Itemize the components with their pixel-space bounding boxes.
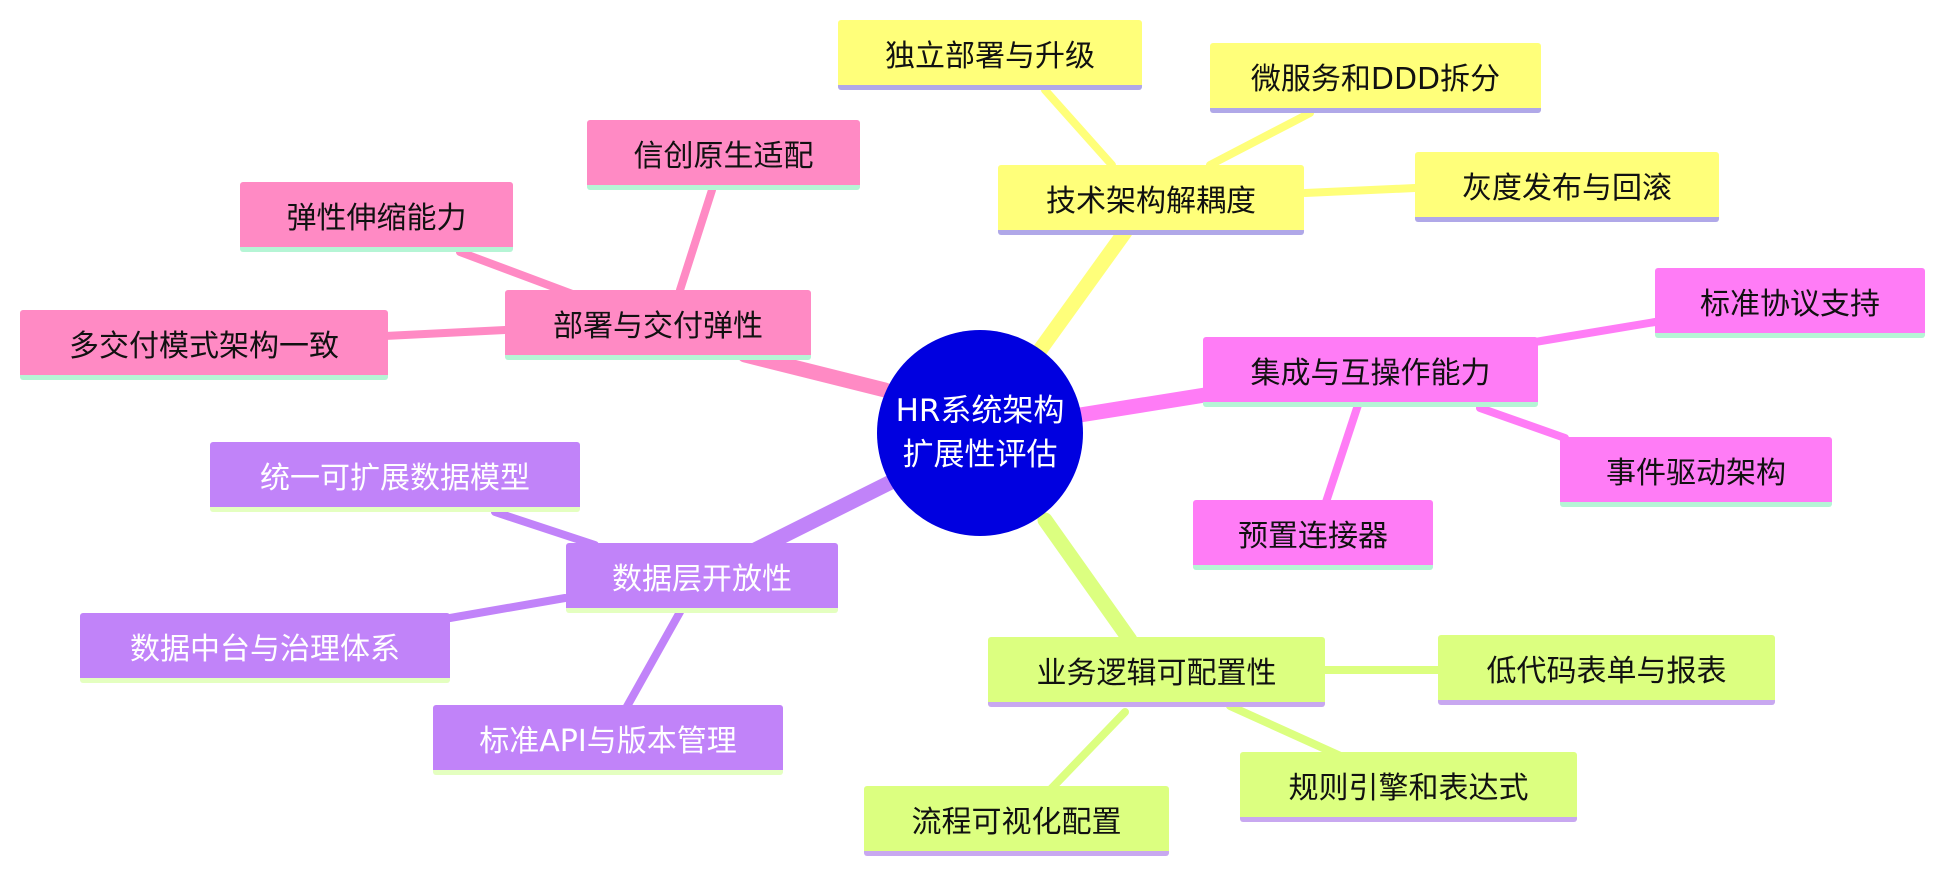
leaf-tech-independent-deploy: 独立部署与升级 <box>838 20 1142 90</box>
edge-logic-3 <box>1046 708 1129 794</box>
edge-tech-2 <box>1206 109 1314 169</box>
center-title-line1: HR系统架构 <box>895 393 1065 429</box>
leaf-integration-event-driven: 事件驱动架构 <box>1560 437 1832 507</box>
edge-deploy-1 <box>676 186 716 294</box>
edge-center-data <box>737 472 903 563</box>
branch-tech: 技术架构解耦度 <box>998 165 1304 235</box>
leaf-data-unified-model: 统一可扩展数据模型 <box>210 442 580 512</box>
edge-center-logic <box>1037 512 1138 648</box>
edge-tech-3 <box>1301 184 1419 197</box>
edge-data-2 <box>446 594 569 622</box>
leaf-deploy-multi-delivery: 多交付模式架构一致 <box>20 310 388 380</box>
edge-data-1 <box>491 508 599 549</box>
edge-int-1 <box>1531 318 1659 346</box>
edge-deploy-2 <box>456 248 579 299</box>
leaf-integration-standard-protocol: 标准协议支持 <box>1655 268 1925 338</box>
branch-deploy: 部署与交付弹性 <box>505 290 811 360</box>
edge-center-integration <box>1072 387 1213 423</box>
leaf-integration-connectors: 预置连接器 <box>1193 500 1433 570</box>
leaf-logic-rule-engine: 规则引擎和表达式 <box>1240 752 1577 822</box>
branch-logic: 业务逻辑可配置性 <box>988 637 1325 707</box>
edge-tech-1 <box>1041 86 1116 169</box>
leaf-tech-microservices-ddd: 微服务和DDD拆分 <box>1210 43 1541 113</box>
leaf-logic-lowcode: 低代码表单与报表 <box>1438 635 1775 705</box>
edge-int-3 <box>1321 401 1362 509</box>
edge-center-deploy <box>737 347 893 398</box>
branch-integration: 集成与互操作能力 <box>1203 337 1538 407</box>
edge-center-tech <box>1032 224 1133 358</box>
edge-deploy-3 <box>381 326 509 340</box>
center-node: HR系统架构 扩展性评估 <box>877 330 1083 536</box>
leaf-data-middle-platform: 数据中台与治理体系 <box>80 613 450 683</box>
leaf-deploy-xinchuang: 信创原生适配 <box>587 120 860 190</box>
branch-data: 数据层开放性 <box>566 543 838 613</box>
leaf-tech-gray-release: 灰度发布与回滚 <box>1415 152 1719 222</box>
center-title-line2: 扩展性评估 <box>902 437 1058 473</box>
edge-data-3 <box>621 608 684 714</box>
edge-int-2 <box>1476 404 1569 442</box>
edge-logic-2 <box>1226 702 1349 762</box>
leaf-deploy-elastic-scaling: 弹性伸缩能力 <box>240 182 513 252</box>
leaf-data-standard-api: 标准API与版本管理 <box>433 705 783 775</box>
leaf-logic-process-config: 流程可视化配置 <box>864 786 1169 856</box>
